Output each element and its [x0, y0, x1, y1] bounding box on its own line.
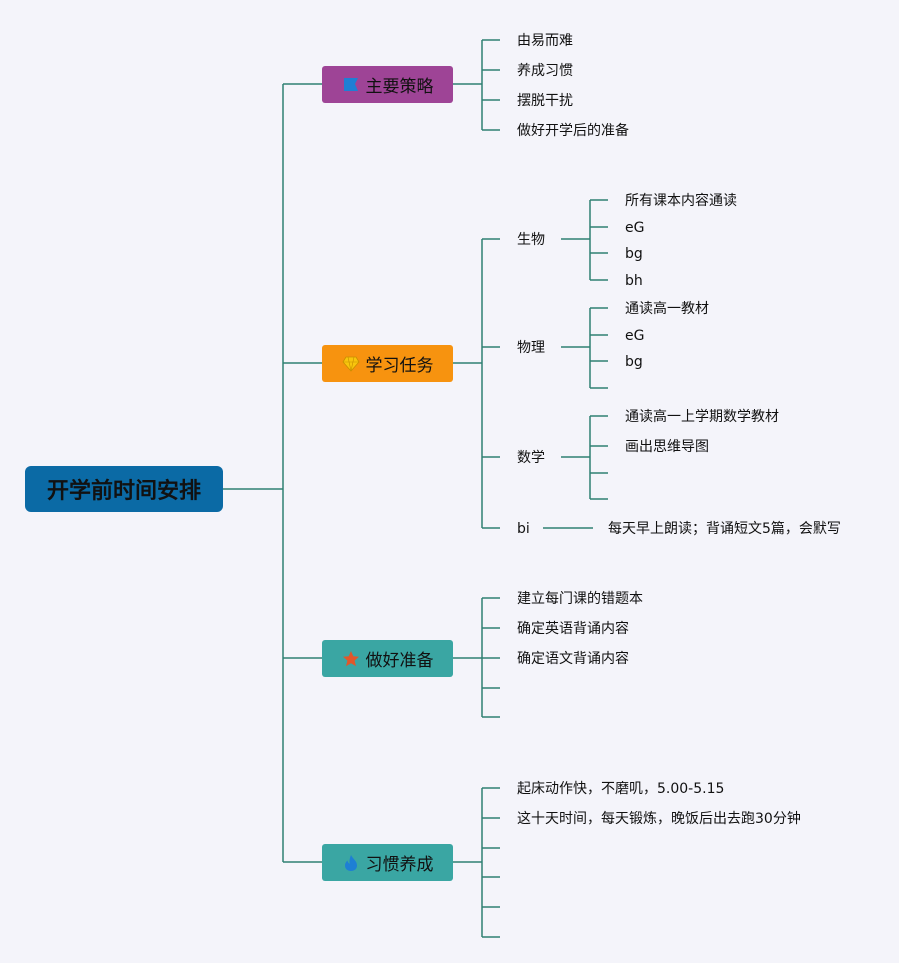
habit-item[interactable]: 起床动作快，不磨叽，5.00-5.15 [517, 780, 725, 798]
root-label: 开学前时间安排 [46, 479, 201, 504]
branch-strategy[interactable]: 主要策略 [322, 66, 453, 103]
strategy-item[interactable]: 由易而难 [517, 32, 573, 50]
flag-icon [342, 76, 360, 94]
prepare-item[interactable]: 确定英语背诵内容 [517, 620, 629, 638]
task-biology[interactable]: 生物 [517, 231, 545, 249]
branch-habits-label: 习惯养成 [365, 855, 434, 875]
star-icon [342, 650, 360, 668]
task-math[interactable]: 数学 [517, 449, 545, 467]
root-node[interactable]: 开学前时间安排 [25, 466, 223, 512]
physics-item[interactable]: eG [625, 327, 645, 345]
branch-strategy-label: 主要策略 [365, 77, 434, 97]
diamond-icon [342, 355, 360, 373]
biology-item[interactable]: bg [625, 245, 643, 263]
habit-item[interactable]: 这十天时间，每天锻炼，晚饭后出去跑30分钟 [517, 810, 801, 828]
strategy-item[interactable]: 做好开学后的准备 [517, 122, 629, 140]
bi-item[interactable]: 每天早上朗读；背诵短文5篇，会默写 [608, 520, 841, 538]
math-item[interactable]: 通读高一上学期数学教材 [625, 408, 779, 426]
task-bi[interactable]: bi [517, 520, 530, 538]
branch-habits[interactable]: 习惯养成 [322, 844, 453, 881]
biology-item[interactable]: eG [625, 219, 645, 237]
biology-item[interactable]: bh [625, 272, 643, 290]
branch-tasks-label: 学习任务 [365, 356, 434, 376]
strategy-item[interactable]: 养成习惯 [517, 62, 573, 80]
prepare-item[interactable]: 确定语文背诵内容 [517, 650, 629, 668]
branch-prepare[interactable]: 做好准备 [322, 640, 453, 677]
prepare-item[interactable]: 建立每门课的错题本 [517, 590, 643, 608]
math-item[interactable]: 画出思维导图 [625, 438, 709, 456]
physics-item[interactable]: bg [625, 353, 643, 371]
biology-item[interactable]: 所有课本内容通读 [625, 192, 737, 210]
physics-item[interactable]: 通读高一教材 [625, 300, 709, 318]
task-physics[interactable]: 物理 [517, 339, 545, 357]
branch-prepare-label: 做好准备 [365, 651, 434, 671]
branch-tasks[interactable]: 学习任务 [322, 345, 453, 382]
flame-icon [342, 854, 360, 872]
strategy-item[interactable]: 摆脱干扰 [517, 92, 573, 110]
